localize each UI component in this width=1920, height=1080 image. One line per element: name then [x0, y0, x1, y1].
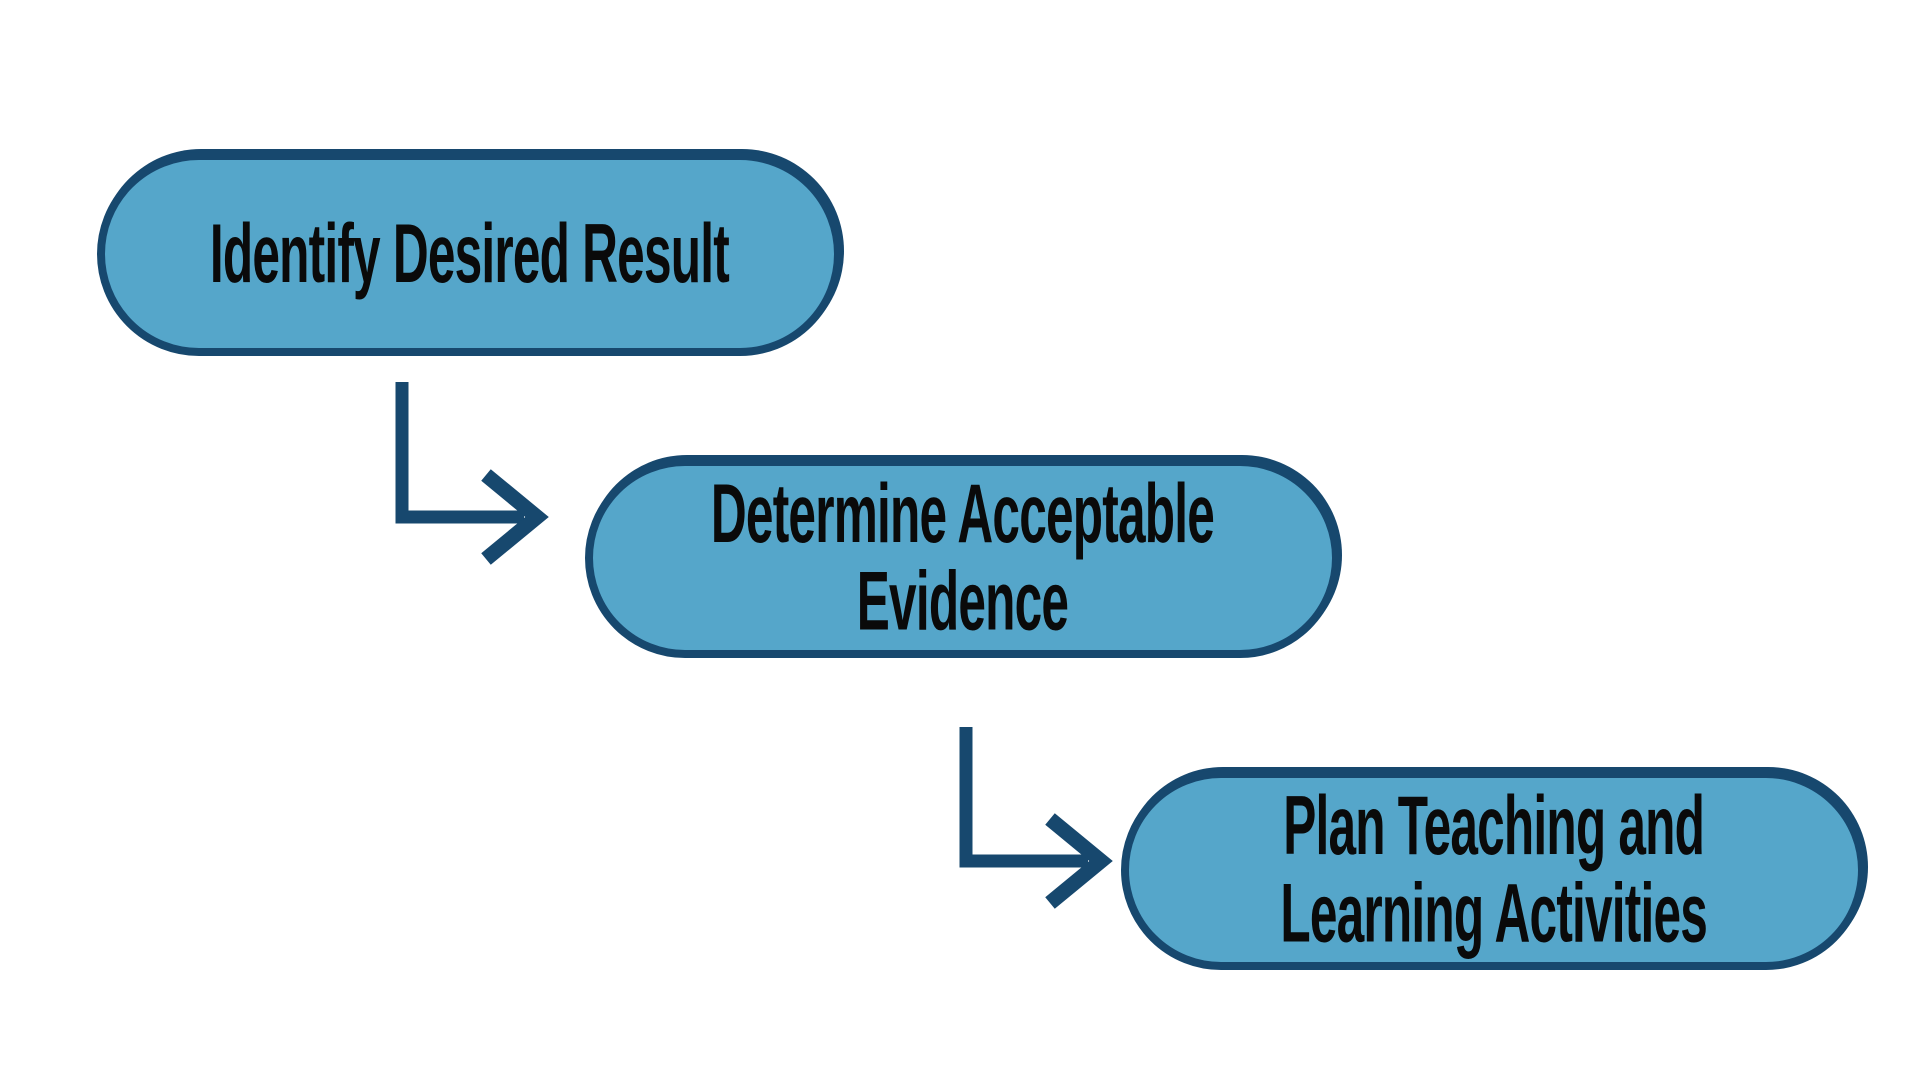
node-identify-desired-result: Identify Desired Result [97, 152, 842, 356]
node-label: Determine Acceptable Evidence [710, 467, 1215, 649]
node-label: Identify Desired Result [209, 207, 730, 301]
node-label-line: Plan Teaching and [1283, 779, 1705, 873]
node-determine-acceptable-evidence: Determine Acceptable Evidence [585, 458, 1340, 658]
elbow-arrow-2-icon [959, 727, 1113, 909]
elbow-arrow-1-icon [395, 382, 549, 565]
node-label-line: Learning Activities [1280, 867, 1708, 961]
node-label-line: Evidence [856, 555, 1069, 649]
node-label: Plan Teaching and Learning Activities [1280, 779, 1708, 961]
node-label-line: Determine Acceptable [710, 467, 1215, 561]
node-plan-teaching-and-learning-activities: Plan Teaching and Learning Activities [1121, 770, 1866, 970]
node-label-line: Identify Desired Result [209, 207, 730, 301]
